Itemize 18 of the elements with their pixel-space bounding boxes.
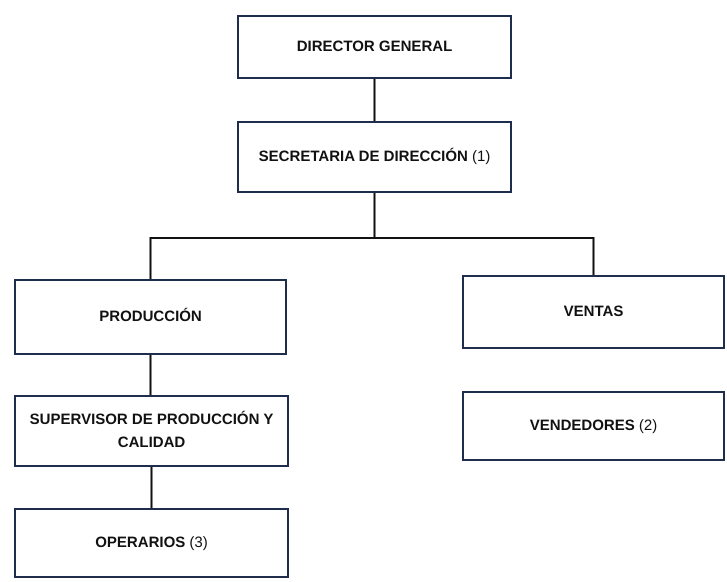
role-title: SUPERVISOR DE PRODUCCIÓN Y CALIDAD [28,410,274,453]
connector-line [150,355,152,395]
org-box [462,391,725,461]
org-box [237,15,512,79]
org-box [14,395,289,467]
org-box [462,275,725,349]
org-box [14,508,289,578]
role-title: VENDEDORES (2) [530,416,658,436]
role-title: PRODUCCIÓN [99,306,202,328]
connector-line [374,193,594,275]
role-title: SECRETARIA DE DIRECCIÓN (1) [258,146,490,168]
org-box [237,121,512,193]
role-title: DIRECTOR GENERAL [296,37,452,58]
connector-line [150,467,152,508]
role-title: VENTAS [564,302,624,322]
role-title: OPERARIOS (3) [95,533,208,554]
connector-line [374,79,376,121]
org-box [14,279,287,355]
